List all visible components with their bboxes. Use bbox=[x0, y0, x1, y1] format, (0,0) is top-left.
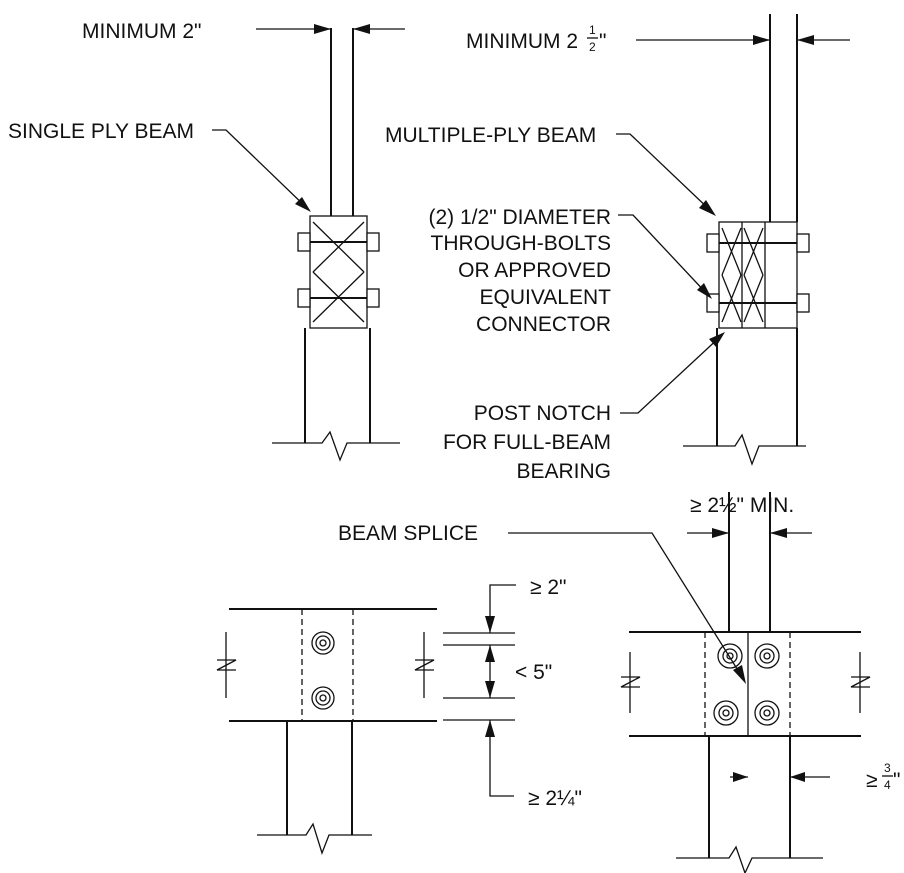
svg-text:3: 3 bbox=[884, 761, 891, 775]
svg-text:MINIMUM 2: MINIMUM 2 bbox=[466, 30, 578, 53]
label-bolts-line1: (2) 1/2" DIAMETER bbox=[429, 206, 612, 229]
splice-detail-right bbox=[620, 492, 871, 873]
dimension-minimum-2 bbox=[256, 24, 405, 34]
svg-text:≥: ≥ bbox=[866, 769, 878, 792]
leader-bolts bbox=[618, 214, 709, 296]
dimension-stack-left bbox=[443, 584, 516, 797]
svg-text:1: 1 bbox=[589, 23, 596, 37]
label-minimum-2: MINIMUM 2" bbox=[82, 20, 201, 43]
label-ge-2-quarter: ≥ 2¼" bbox=[528, 787, 582, 810]
splice-detail-left bbox=[216, 608, 437, 855]
label-bolts-line4: EQUIVALENT bbox=[480, 286, 612, 309]
svg-text:4: 4 bbox=[884, 778, 891, 792]
label-notch-line2: FOR FULL-BEAM bbox=[443, 431, 611, 454]
dimension-splice-3-4 bbox=[730, 772, 830, 782]
svg-text:2: 2 bbox=[589, 40, 596, 54]
svg-text:": " bbox=[893, 769, 900, 792]
leader-multiple-ply-beam bbox=[616, 133, 713, 213]
svg-text:": " bbox=[599, 30, 606, 53]
label-bolts-line5: CONNECTOR bbox=[476, 313, 611, 336]
dimension-minimum-2-half bbox=[636, 35, 850, 45]
leader-post-notch bbox=[620, 334, 723, 414]
single-ply-detail bbox=[272, 28, 400, 462]
label-multiple-ply-beam: MULTIPLE-PLY BEAM bbox=[385, 124, 596, 147]
label-lt-5: < 5" bbox=[515, 661, 552, 684]
dimension-splice-2-half bbox=[687, 528, 812, 538]
label-notch-line3: BEARING bbox=[516, 460, 611, 483]
multiple-ply-detail bbox=[683, 14, 810, 466]
label-ge-2: ≥ 2" bbox=[530, 576, 567, 599]
label-single-ply-beam: SINGLE PLY BEAM bbox=[8, 120, 194, 143]
leader-single-ply-beam bbox=[212, 129, 310, 211]
label-bolts-line2: THROUGH-BOLTS bbox=[431, 232, 611, 255]
label-notch-line1: POST NOTCH bbox=[474, 402, 611, 425]
leader-beam-splice bbox=[508, 532, 745, 681]
label-ge-3-4: ≥ 3 4 " bbox=[866, 761, 900, 792]
label-splice-min-2-half: ≥ 2½" MIN. bbox=[690, 494, 794, 517]
label-beam-splice: BEAM SPLICE bbox=[338, 522, 478, 545]
label-bolts-line3: OR APPROVED bbox=[458, 259, 611, 282]
label-minimum-2-half: MINIMUM 2 1 2 " bbox=[466, 23, 606, 54]
